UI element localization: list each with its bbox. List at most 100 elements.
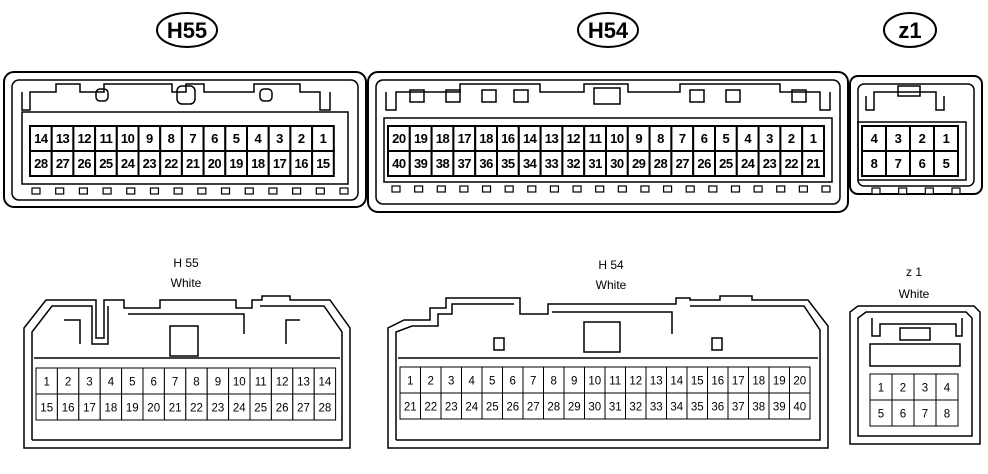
caption-h54-color: White <box>596 278 627 292</box>
lower-terminal-number: 20 <box>147 403 160 415</box>
upper-terminal-number: 8 <box>657 131 664 146</box>
upper-terminal-number: 13 <box>545 131 559 146</box>
upper-terminal-number: 4 <box>871 131 879 146</box>
caption-h54-name: H 54 <box>598 258 624 272</box>
pin-tab <box>220 187 231 195</box>
lower-terminal-number: 5 <box>489 376 495 388</box>
lower-terminal-number: 37 <box>732 402 745 414</box>
pin-tab <box>102 187 112 195</box>
lower-terminal-number: 10 <box>233 377 246 389</box>
upper-terminal-number: 10 <box>610 131 624 146</box>
lower-terminal-number: 28 <box>319 403 332 415</box>
upper-terminal-number: 17 <box>273 156 287 171</box>
upper-terminal-number: 25 <box>99 156 113 171</box>
upper-terminal-number: 19 <box>414 131 428 146</box>
pin-tab <box>572 185 582 193</box>
pin-tab <box>436 185 446 193</box>
lower-terminal-number: 16 <box>62 403 75 415</box>
pin-tab <box>753 185 763 193</box>
lower-terminal-number: 1 <box>407 376 413 388</box>
upper-terminal-number: 1 <box>320 131 327 146</box>
lower-terminal-number: 14 <box>319 377 332 389</box>
caption-h55-name: H 55 <box>173 256 199 270</box>
upper-terminal-number: 1 <box>810 131 817 146</box>
label-h54: H54 <box>577 12 639 48</box>
lower-terminal-number: 19 <box>773 376 786 388</box>
lower-terminal-number: 23 <box>212 403 225 415</box>
upper-terminal-number: 15 <box>316 156 330 171</box>
pin-tab <box>244 187 254 195</box>
upper-pin-tabs <box>31 185 961 195</box>
pin-tab <box>924 187 934 195</box>
upper-terminal-number: 27 <box>56 156 70 171</box>
upper-terminal-number: 20 <box>392 131 406 146</box>
lower-terminal-number: 2 <box>900 383 906 395</box>
upper-terminal-number: 10 <box>121 131 135 146</box>
pin-tab <box>708 185 718 193</box>
pin-tab <box>197 187 207 195</box>
upper-terminal-number: 16 <box>501 131 515 146</box>
label-z1-text: z1 <box>898 18 921 43</box>
caption-h55-color: White <box>171 276 202 290</box>
lower-terminal-number: 3 <box>922 383 928 395</box>
upper-terminal-number: 18 <box>251 156 265 171</box>
lower-terminal-number: 12 <box>276 377 289 389</box>
lower-terminal-number: 5 <box>878 409 884 421</box>
upper-terminal-number: 14 <box>523 131 538 146</box>
lower-terminal-number: 7 <box>172 377 178 389</box>
pin-tab <box>481 185 492 193</box>
upper-terminal-number: 3 <box>276 131 283 146</box>
upper-terminal-number: 17 <box>458 131 472 146</box>
lower-terminal-number: 21 <box>169 403 182 415</box>
upper-connector-housing-h54 <box>367 71 849 213</box>
upper-terminal-number: 2 <box>919 131 926 146</box>
lower-terminal-number: 9 <box>215 377 221 389</box>
lower-terminal-number: 20 <box>793 376 806 388</box>
lower-terminal-number: 25 <box>486 402 499 414</box>
lower-terminal-number: 5 <box>129 377 135 389</box>
upper-terminal-number: 20 <box>208 156 222 171</box>
pin-tab <box>459 185 469 193</box>
upper-terminal-number: 1 <box>943 131 950 146</box>
lower-terminal-number: 15 <box>691 376 704 388</box>
upper-terminal-cell <box>909 150 935 177</box>
label-h55-text: H55 <box>167 18 207 43</box>
upper-terminal-number: 6 <box>211 131 218 146</box>
upper-terminal-number: 14 <box>34 131 49 146</box>
lower-terminal-number: 6 <box>150 377 156 389</box>
upper-terminal-number: 2 <box>788 131 795 146</box>
label-h54-text: H54 <box>588 18 629 43</box>
lower-terminal-number: 13 <box>650 376 663 388</box>
upper-terminal-number: 12 <box>78 131 92 146</box>
upper-terminal-number: 3 <box>895 131 902 146</box>
pin-tab <box>871 187 881 195</box>
upper-terminal-number: 16 <box>295 156 309 171</box>
upper-terminal-number: 30 <box>610 156 624 171</box>
lower-terminal-number: 26 <box>276 403 289 415</box>
lower-terminal-number: 38 <box>752 402 765 414</box>
lower-terminal-cell <box>935 399 959 427</box>
label-h55: H55 <box>156 12 218 48</box>
lower-terminal-number: 23 <box>445 402 458 414</box>
lower-terminal-number: 14 <box>670 376 683 388</box>
upper-terminal-number: 36 <box>479 156 493 171</box>
upper-terminal-number: 39 <box>414 156 428 171</box>
lower-connector-housing-z1 <box>849 305 981 445</box>
lower-terminal-number: 7 <box>922 409 928 421</box>
upper-terminal-number: 37 <box>458 156 472 171</box>
lower-terminal-number: 32 <box>629 402 642 414</box>
lower-terminal-number: 34 <box>670 402 683 414</box>
upper-terminal-number: 3 <box>766 131 773 146</box>
upper-terminal-number: 18 <box>479 131 493 146</box>
lower-terminal-number: 7 <box>530 376 536 388</box>
lower-terminal-number: 30 <box>588 402 601 414</box>
lower-terminal-number: 10 <box>588 376 601 388</box>
lower-terminal-number: 22 <box>190 403 203 415</box>
lower-terminal-number: 27 <box>527 402 540 414</box>
pin-tab <box>821 185 831 193</box>
pin-tab <box>549 185 560 193</box>
upper-terminal-number: 33 <box>545 156 559 171</box>
